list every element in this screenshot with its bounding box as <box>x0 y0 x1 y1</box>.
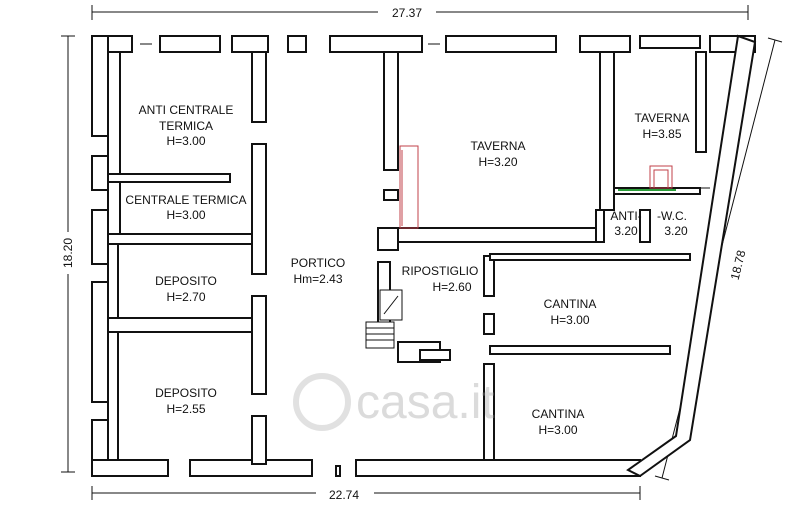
room-anti-centrale-termica: ANTI CENTRALE TERMICA H=3.00 <box>139 103 234 148</box>
room-portico: PORTICO Hm=2.43 <box>291 256 345 286</box>
room-name: CENTRALE TERMICA <box>125 193 246 207</box>
dimension-bottom: 22.74 <box>91 486 641 502</box>
room-deposito-1: DEPOSITO H=2.70 <box>155 274 217 304</box>
room-height: 3.20 <box>664 224 688 238</box>
room-taverna-main: TAVERNA H=3.20 <box>471 139 526 169</box>
room-wc: -W.C. 3.20 <box>657 209 688 238</box>
room-cantina-1: CANTINA H=3.00 <box>544 297 597 327</box>
dimension-left: 18.20 <box>60 35 76 473</box>
room-name: ANTI CENTRALE <box>139 103 234 117</box>
room-height: H=2.60 <box>432 280 471 294</box>
room-height: H=3.00 <box>166 134 205 148</box>
room-name: TAVERNA <box>635 111 690 125</box>
room-name-line2: TERMICA <box>159 119 213 133</box>
watermark: casa.it <box>293 373 495 431</box>
room-cantina-2: CANTINA H=3.00 <box>532 407 585 437</box>
room-height: H=3.20 <box>478 155 517 169</box>
room-anti: ANTI- 3.20 <box>610 209 641 238</box>
room-name: DEPOSITO <box>155 274 217 288</box>
dimension-left-label: 18.20 <box>61 238 75 268</box>
room-height: H=3.00 <box>166 208 205 222</box>
room-name: CANTINA <box>532 407 585 421</box>
room-name: PORTICO <box>291 256 345 270</box>
watermark-text: casa.it <box>356 376 495 429</box>
room-name: ANTI- <box>610 209 641 223</box>
room-height: H=3.85 <box>642 127 681 141</box>
room-name: -W.C. <box>657 209 687 223</box>
stair-taverna <box>399 145 419 229</box>
watermark-logo-icon <box>293 373 351 431</box>
room-deposito-2: DEPOSITO H=2.55 <box>155 386 217 416</box>
inner-walls <box>107 51 707 465</box>
dimension-right-label: 18.78 <box>728 248 749 281</box>
room-taverna-small: TAVERNA H=3.85 <box>635 111 690 141</box>
room-name: DEPOSITO <box>155 386 217 400</box>
stair-small-taverna <box>649 165 673 189</box>
room-height: 3.20 <box>614 224 638 238</box>
dimension-top-label: 27.37 <box>392 6 422 20</box>
room-name: CANTINA <box>544 297 597 311</box>
openings <box>94 38 710 474</box>
outer-walls <box>91 34 757 478</box>
room-height: H=3.00 <box>550 313 589 327</box>
dimension-bottom-label: 22.74 <box>329 488 359 502</box>
room-height: Hm=2.43 <box>293 272 342 286</box>
room-centrale-termica: CENTRALE TERMICA H=3.00 <box>125 193 246 222</box>
dimension-top: 27.37 <box>91 4 749 20</box>
room-height: H=2.55 <box>166 402 205 416</box>
room-ripostiglio: RIPOSTIGLIO H=2.60 <box>402 264 479 294</box>
room-height: H=3.00 <box>538 423 577 437</box>
room-name: RIPOSTIGLIO <box>402 264 479 278</box>
stair-ripostiglio <box>365 289 403 349</box>
room-height: H=2.70 <box>166 290 205 304</box>
room-name: TAVERNA <box>471 139 526 153</box>
